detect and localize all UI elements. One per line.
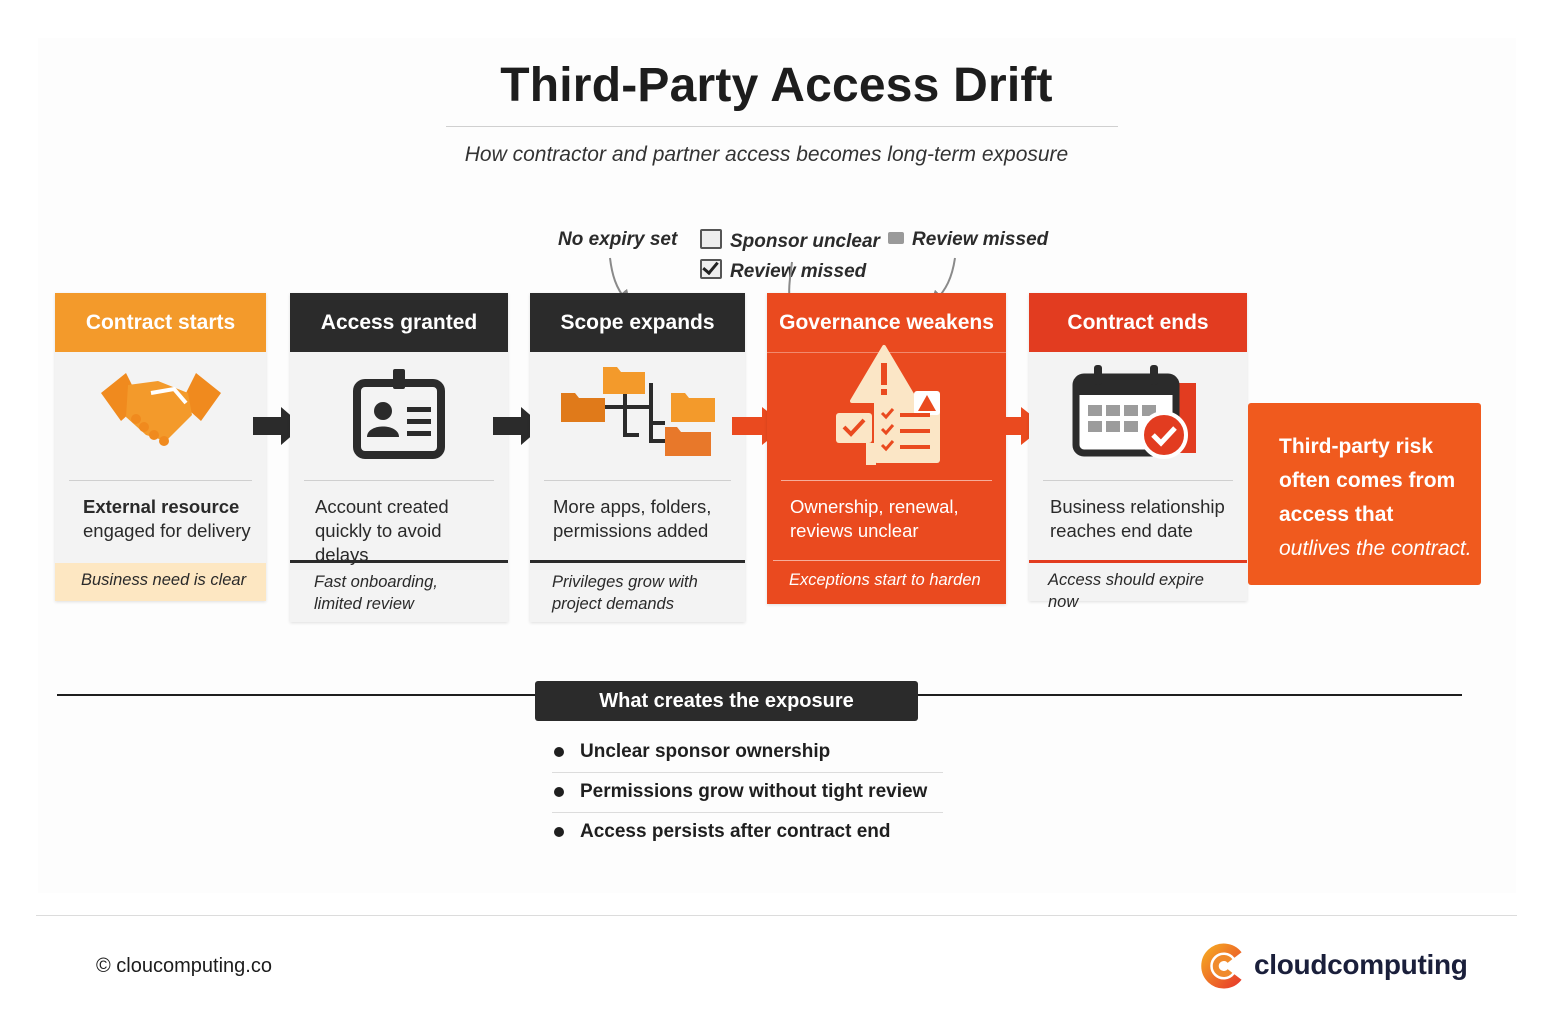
stage-description: Account created quickly to avoid delays [315,495,498,567]
stage-description-line: reviews unclear [790,520,919,541]
list-item: Access persists after contract end [552,813,943,852]
stage-footer-line: Privileges grow with [552,573,698,591]
checkbox-icon [700,229,722,249]
stage-card-scope-expands: Scope expands More apps, folders, permis… [530,293,745,622]
stage-description: External resource engaged for delivery [83,495,256,543]
stage-description-bold: External resource [83,496,240,517]
risk-statement: Third-party risk often comes from access… [1279,430,1472,566]
stage-card-contract-ends: Contract ends Business relationship reac… [1029,293,1247,611]
stage-footer: Exceptions start to harden [789,571,981,589]
stage-header: Access granted [290,293,508,352]
card-divider [69,480,252,481]
callout-no-expiry-label: No expiry set [558,229,678,250]
callout-no-expiry: No expiry set [558,229,677,251]
stage-footer-line: Fast onboarding, [314,573,438,591]
callout-sponsor-unclear: Sponsor unclear [700,229,880,253]
footer-divider [36,915,1517,916]
card-divider [781,480,992,481]
stage-description-line: More apps, folders, [553,496,712,517]
warning-checklist-icon [767,343,1006,473]
copyright-text: © cloucomputing.co [96,955,272,977]
stage-description-line: reaches end date [1050,520,1193,541]
risk-line-emphasis: outlives the contract. [1279,537,1472,560]
stage-header: Governance weakens [767,293,1006,353]
card-footer-rule [773,560,1000,561]
card-footer-rule [1029,560,1247,563]
title-divider [446,126,1118,127]
stage-description: Ownership, renewal, reviews unclear [790,495,996,543]
brand-name: cloudcomputing [1254,949,1468,980]
stage-header: Scope expands [530,293,745,352]
stage-description-line: engaged for delivery [83,520,251,541]
list-item: Permissions grow without tight review [552,773,943,813]
callout-sponsor-unclear-label: Sponsor unclear [730,231,880,252]
list-item: Unclear sponsor ownership [552,733,943,773]
brand-mark-icon [1201,943,1242,989]
folder-tree-icon [530,363,745,473]
callout-review-missed-bottom: Review missed [700,259,866,283]
stage-footer: Privileges grow with project demands [530,563,745,622]
stage-card-governance-weakens: Governance weakens Ownership, renewal, r… [767,293,1006,604]
card-divider [1043,480,1233,481]
stage-card-access-granted: Access granted Account created quickly t… [290,293,508,622]
card-divider [304,480,494,481]
stage-header: Contract ends [1029,293,1247,352]
stage-footer: Business need is clear [55,563,266,601]
risk-line: often comes from [1279,469,1456,492]
risk-line: access that [1279,503,1394,526]
envelope-icon [888,232,904,244]
card-divider [544,480,731,481]
stage-description-line: Business relationship [1050,496,1225,517]
handshake-icon [55,363,266,473]
stage-description-line: Ownership, renewal, [790,496,959,517]
page-title: Third-Party Access Drift [500,59,1053,112]
stage-description: Business relationship reaches end date [1050,495,1237,543]
stage-description-line: Account created [315,496,449,517]
checkbox-checked-icon [700,259,722,279]
stage-description: More apps, folders, permissions added [553,495,735,543]
section-divider-left [57,694,537,696]
page-subtitle: How contractor and partner access become… [464,143,1069,166]
callout-review-missed-top: Review missed [888,229,1048,251]
risk-callout-box: Third-party risk often comes from access… [1248,403,1481,585]
stage-card-contract-starts: Contract starts External resource engage… [55,293,266,601]
exposure-list: Unclear sponsor ownership Permissions gr… [552,733,943,852]
callout-review-missed-label-2: Review missed [730,261,867,282]
callout-review-missed-label: Review missed [912,229,1049,250]
callout-pointers [609,257,956,310]
calendar-check-icon [1029,363,1247,473]
stage-header: Contract starts [55,293,266,352]
stage-footer: Fast onboarding, limited review [290,563,508,622]
id-badge-icon [290,363,508,473]
stage-footer-line: project demands [552,595,674,613]
exposure-heading: What creates the exposure [535,681,918,721]
card-footer-rule [290,560,508,563]
section-divider-right [916,694,1462,696]
stage-description-line: permissions added [553,520,709,541]
stage-description-line: quickly to avoid delays [315,520,442,565]
risk-line: Third-party risk [1279,435,1434,458]
card-footer-rule [530,560,745,563]
stage-footer-line: limited review [314,595,414,613]
stage-footer: Access should expire now [1048,571,1204,611]
